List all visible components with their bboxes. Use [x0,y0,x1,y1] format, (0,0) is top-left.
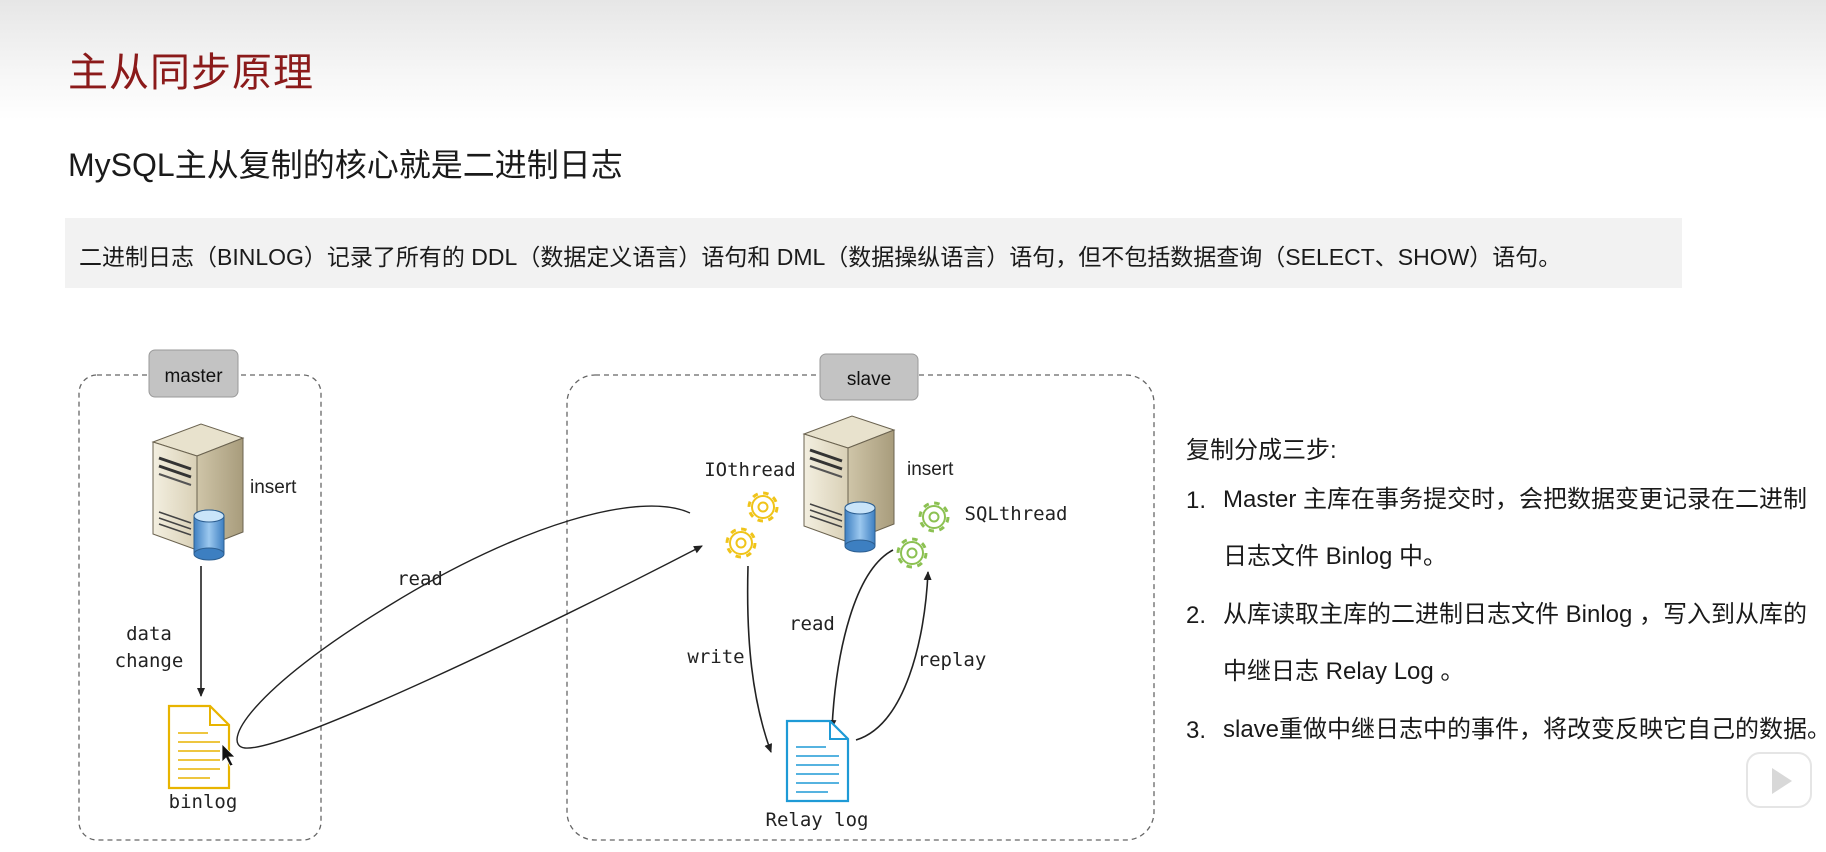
header-band [0,0,1826,120]
read-slave-label: read [789,613,835,635]
data-change-label-2: change [115,650,184,672]
read-relay-arrow [828,549,894,729]
step-text: Master 主库在事务提交时，会把数据变更记录在二进制日志文件 Binlog … [1223,486,1808,570]
slave-label-box [819,353,919,401]
replay-label: replay [918,649,987,671]
play-button[interactable] [1746,752,1812,808]
relay-log-document-icon [785,719,850,803]
binlog-note-text: 二进制日志（BINLOG）记录了所有的 DDL（数据定义语言）语句和 DML（数… [79,244,1562,270]
write-arrow [746,565,773,753]
binlog-label: binlog [169,791,238,813]
replay-arrow [855,571,932,741]
slave-label: slave [847,369,891,390]
data-change-label-1: data [126,623,172,645]
read-binlog-arrow [236,505,703,749]
master-label: master [164,366,223,387]
slave-server-icon [802,414,896,554]
binlog-note-box: 二进制日志（BINLOG）记录了所有的 DDL（数据定义语言）语句和 DML（数… [65,218,1682,288]
slide-subtitle: MySQL主从复制的核心就是二进制日志 [68,147,623,183]
iothread-label: IOthread [704,459,796,481]
read-master-label: read [397,568,443,590]
sqlthread-label: SQLthread [965,503,1068,525]
step-number: 3. [1186,717,1207,744]
write-label: write [687,646,744,668]
steps-heading: 复制分成三步: [1186,437,1337,464]
master-label-box [148,349,239,398]
step-number: 2. [1186,602,1207,629]
slave-insert-label: insert [907,459,954,480]
iothread-gear-icon [725,491,779,559]
step-number: 1. [1186,487,1207,514]
sqlthread-gear-icon [896,501,950,569]
step-text: 从库读取主库的二进制日志文件 Binlog ，写入到从库的中继日志 Relay … [1223,601,1808,685]
master-insert-label: insert [250,477,297,498]
master-server-icon [151,422,245,562]
relay-log-label: Relay log [766,809,869,831]
slide-title: 主从同步原理 [68,51,314,95]
binlog-document-icon [167,704,231,790]
step-text: slave重做中继日志中的事件，将改变反映它自己的数据。 [1223,716,1826,743]
mouse-cursor-icon [221,743,236,767]
